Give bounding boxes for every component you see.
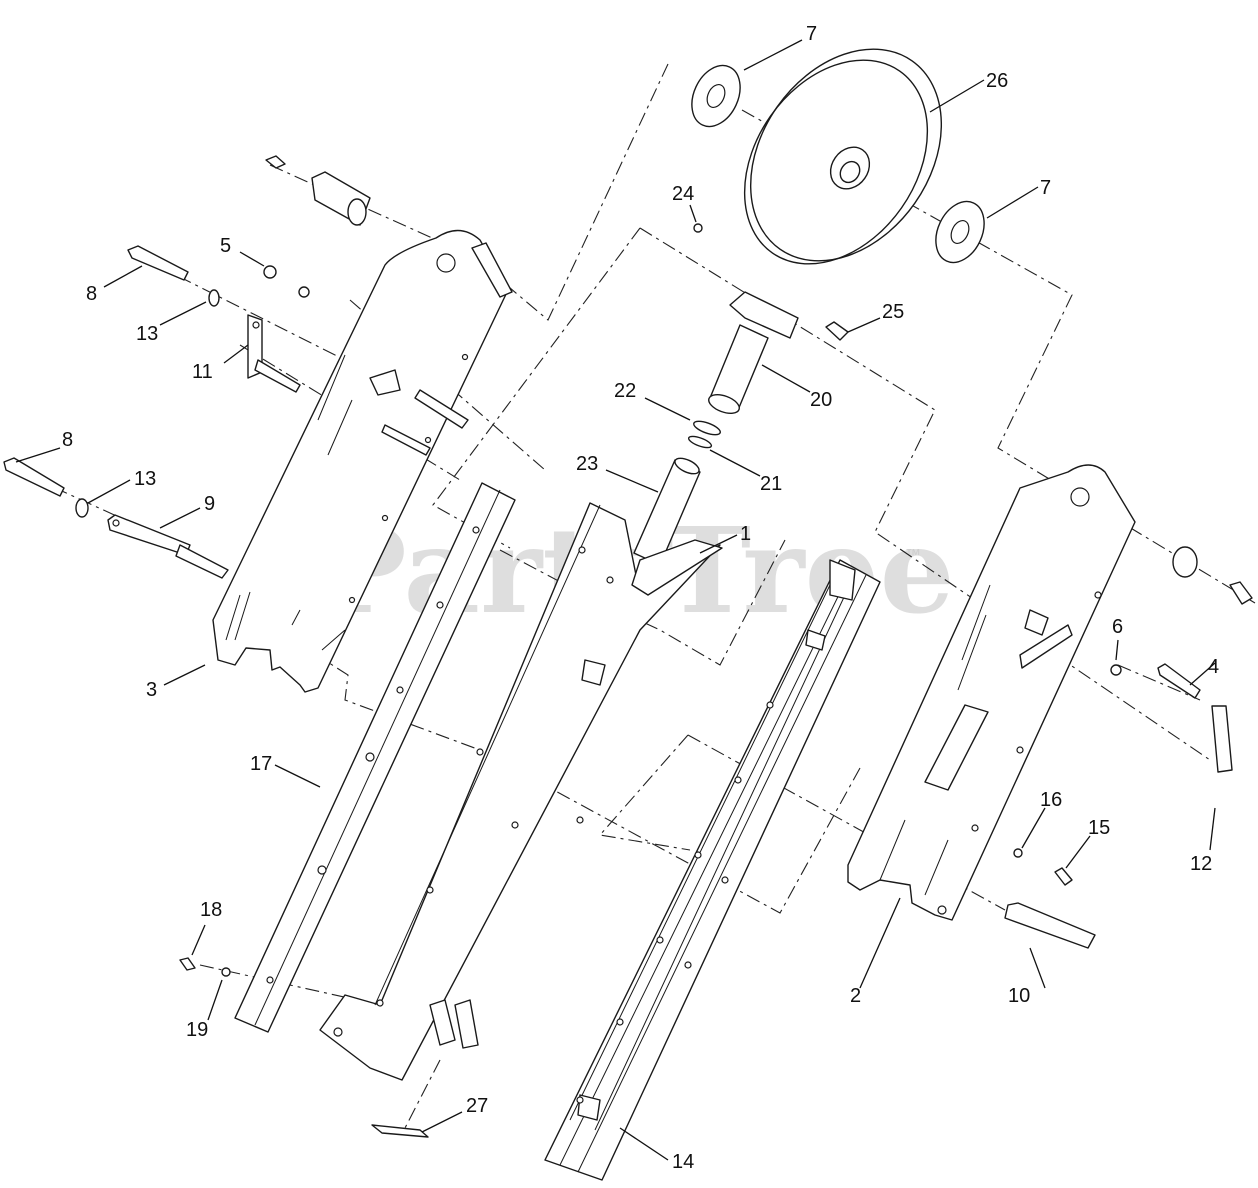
part-16-washer (1013, 848, 1023, 858)
part-15-screw (1054, 867, 1073, 886)
part-8-bolt-upper (127, 245, 189, 281)
callout-25: 25 (882, 301, 904, 323)
plate-3-hardware (369, 369, 469, 456)
part-17-flat-strap (234, 482, 516, 1033)
callout-26: 26 (986, 70, 1008, 92)
part-4-bolt (1157, 663, 1201, 699)
part-7-washer-top (691, 64, 741, 128)
part-22-washer (693, 420, 721, 436)
part-24-grease-fitting (693, 223, 703, 233)
part-7-washer-right (935, 200, 985, 264)
callout-17: 17 (250, 753, 272, 775)
part-26-pulley-wheel (743, 48, 943, 265)
part-5-nut (263, 265, 310, 298)
callout-12: 12 (1190, 853, 1212, 875)
callout-13-upper: 13 (136, 323, 158, 345)
part-10-link-bar (1004, 902, 1096, 949)
callout-21: 21 (760, 473, 782, 495)
callout-13-lower: 13 (134, 468, 156, 490)
callout-8-upper: 8 (86, 283, 97, 305)
watermark-trademark: ™ (905, 547, 921, 564)
callout-23: 23 (576, 453, 598, 475)
part-2-right-side-plate (847, 464, 1136, 921)
part-1-center-channel (319, 502, 723, 1081)
part-19-washer (221, 967, 231, 977)
callout-24: 24 (672, 183, 694, 205)
part-21-ring (687, 435, 713, 449)
callout-5: 5 (220, 235, 231, 257)
callout-10: 10 (1008, 985, 1030, 1007)
part-3-left-side-plate (212, 229, 513, 693)
part-13-washer-upper (208, 289, 220, 307)
callout-7-right: 7 (1040, 177, 1051, 199)
callout-22: 22 (614, 380, 636, 402)
callout-27: 27 (466, 1095, 488, 1117)
part-13-washer-lower (75, 498, 89, 518)
callout-8-lower: 8 (62, 429, 73, 451)
callout-11: 11 (192, 361, 213, 383)
callout-18: 18 (200, 899, 222, 921)
part-18-bolt (179, 957, 196, 971)
callout-labels: 7 26 7 24 25 20 22 21 23 1 5 8 13 11 8 1… (62, 23, 1219, 1173)
part-20-tensioner-arm (708, 291, 799, 414)
callout-9: 9 (204, 493, 215, 515)
callout-2: 2 (850, 985, 861, 1007)
callout-4: 4 (1208, 656, 1219, 678)
pivot-spacer-right (1172, 546, 1253, 605)
callout-6: 6 (1112, 616, 1123, 638)
part-8-bolt-lower (3, 457, 65, 497)
pivot-spacer-top-left (265, 155, 371, 226)
callout-20: 20 (810, 389, 832, 411)
callout-15: 15 (1088, 817, 1110, 839)
part-9-pin-bracket (107, 514, 229, 579)
part-27-clip (371, 1124, 429, 1138)
callout-19: 19 (186, 1019, 208, 1041)
part-14-slide-rails (544, 559, 881, 1181)
callout-16: 16 (1040, 789, 1062, 811)
callout-1: 1 (740, 523, 751, 545)
part-6-washer (1110, 664, 1122, 676)
callout-14: 14 (672, 1151, 694, 1173)
callout-3: 3 (146, 679, 157, 701)
part-12-link-plate (1211, 705, 1233, 773)
leader-lines (15, 39, 1216, 1161)
part-11-pin-bracket (247, 314, 301, 393)
callout-7-top: 7 (806, 23, 817, 45)
part-25-set-screw (825, 321, 849, 341)
